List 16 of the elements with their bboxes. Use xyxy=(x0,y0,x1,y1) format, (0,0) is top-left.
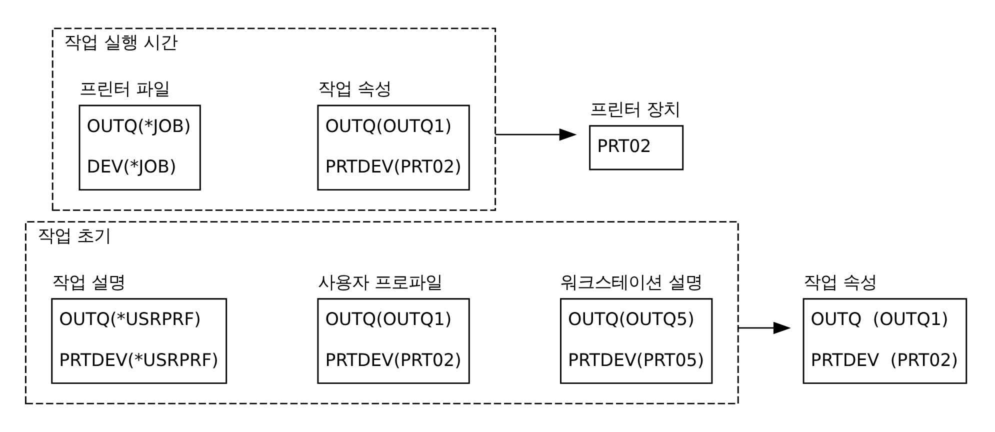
node-box: OUTQ(*USRPRF) PRTDEV(*USRPRF) xyxy=(51,298,228,384)
node-label: 프린터 파일 xyxy=(80,80,170,100)
node-box: OUTQ(OUTQ1) PRTDEV(PRT02) xyxy=(317,298,470,384)
arrow xyxy=(495,128,577,141)
node-box: OUTQ(OUTQ5) PRTDEV(PRT05) xyxy=(560,298,713,384)
node-box: OUTQ(*JOB) DEV(*JOB) xyxy=(78,104,201,191)
node-box: OUTQ(OUTQ1) PRTDEV(PRT02) xyxy=(317,104,470,191)
node-label: 사용자 프로파일 xyxy=(318,273,442,294)
node-label: 프린터 장치 xyxy=(590,100,680,120)
node-box: PRT02 xyxy=(589,125,684,170)
node-label: 워크스테이션 설명 xyxy=(560,273,702,294)
node-label: 작업 속성 xyxy=(318,80,392,100)
arrow xyxy=(738,322,791,334)
node-label: 작업 설명 xyxy=(52,273,126,294)
node-box: OUTQ (OUTQ1) PRTDEV (PRT02) xyxy=(802,298,968,384)
node-label: 작업 속성 xyxy=(804,273,878,294)
